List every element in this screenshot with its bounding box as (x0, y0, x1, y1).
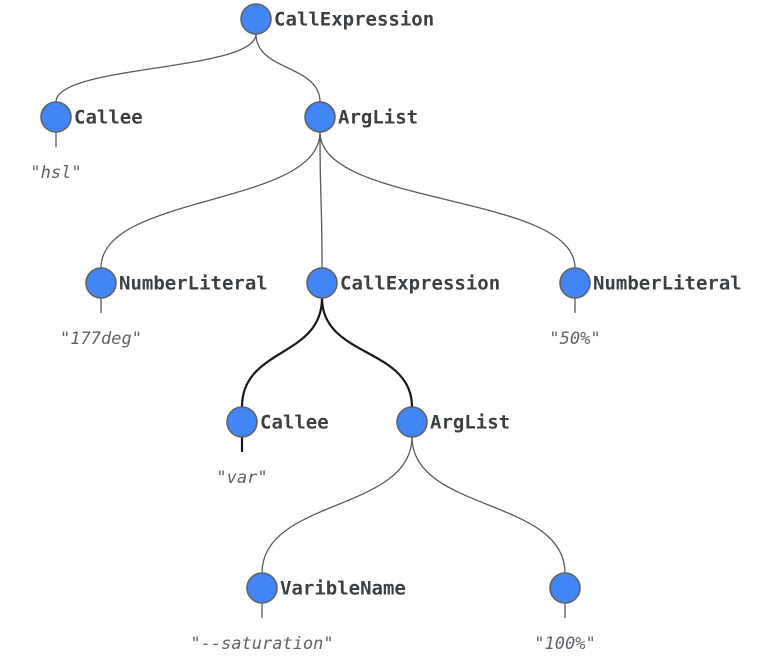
tree-node[interactable]: Callee (40, 101, 143, 133)
tree-node[interactable]: NumberLiteral (559, 267, 742, 299)
literal-layer: "hsl" "177deg" "50%" "var" "--saturation" "10… (30, 163, 600, 654)
tree-node-label: CallExpression (274, 9, 434, 31)
tree-node-label: CallExpression (340, 273, 500, 295)
tree-node[interactable]: ArgList (396, 406, 510, 438)
tree-node[interactable] (549, 572, 581, 604)
tree-edge (100, 131, 321, 269)
tree-node[interactable]: Callee (226, 406, 329, 438)
tree-node-circle[interactable] (226, 406, 258, 438)
edge-layer (55, 33, 576, 574)
tree-node-circle[interactable] (40, 101, 72, 133)
tree-node-label: NumberLiteral (119, 273, 268, 295)
tree-node-label: VaribleName (280, 578, 406, 600)
tree-node-literal: "hsl" (30, 163, 81, 183)
tree-edge (319, 131, 323, 269)
tree-node-label: NumberLiteral (593, 273, 742, 295)
tree-node-circle[interactable] (240, 3, 272, 35)
tree-node[interactable]: CallExpression (240, 3, 434, 35)
tree-edge (255, 33, 321, 103)
tree-node[interactable]: ArgList (304, 101, 418, 133)
tree-edge (411, 436, 566, 574)
tree-node-label: ArgList (338, 107, 418, 129)
tree-edge (320, 296, 414, 409)
tree-node-circle[interactable] (306, 267, 338, 299)
tree-node-circle[interactable] (246, 572, 278, 604)
tree-node-circle[interactable] (304, 101, 336, 133)
tree-edge (240, 296, 324, 409)
tree-edge (261, 436, 413, 574)
tree-node-label: Callee (260, 412, 329, 434)
tree-node-literal: "100%" (534, 634, 595, 654)
tree-edge (55, 33, 257, 103)
tree-node-literal: "177deg" (60, 329, 142, 349)
tree-node-literal: "var" (216, 468, 267, 488)
tree-node[interactable]: CallExpression (306, 267, 500, 299)
tree-node[interactable]: VaribleName (246, 572, 406, 604)
stem-layer (55, 132, 576, 618)
tree-node-literal: "--saturation" (190, 634, 333, 654)
tree-node-circle[interactable] (85, 267, 117, 299)
tree-node-literal: "50%" (549, 329, 600, 349)
tree-node-circle[interactable] (549, 572, 581, 604)
tree-node-label: ArgList (430, 412, 510, 434)
tree-node-label: Callee (74, 107, 143, 129)
tree-node-circle[interactable] (559, 267, 591, 299)
tree-node-circle[interactable] (396, 406, 428, 438)
tree-edge (319, 131, 576, 269)
tree-node[interactable]: NumberLiteral (85, 267, 268, 299)
